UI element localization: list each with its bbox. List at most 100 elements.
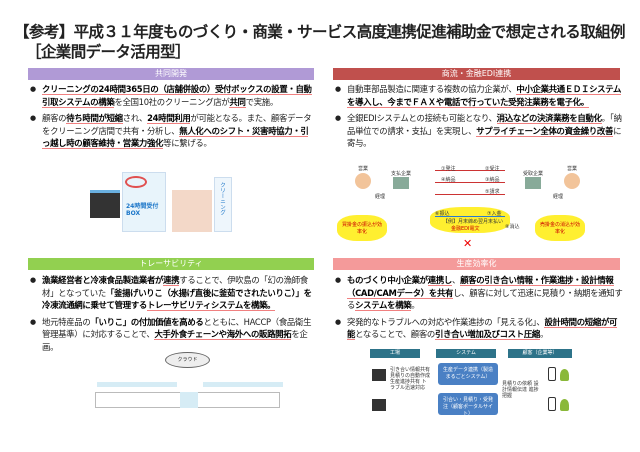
arrow-band — [203, 382, 283, 387]
emphasis-text: ものづくり中小企業が — [347, 275, 428, 285]
label-system: システム — [436, 349, 496, 358]
arrow-deliver — [435, 182, 505, 183]
emphasis-text: 「いりこ」の付加価値を高める — [90, 316, 204, 327]
label-example: 【例】月末締め翌月末払い — [443, 219, 504, 225]
panel-body-trace: 漁業経営者と冷凍食品製造業者が連携することで、伊吹島の「幻の漁師食材」となってい… — [30, 274, 314, 358]
bullet-paragraph: 顧客の待ち時間が短縮され、24時間利用が可能となる。また、顧客データをクリーニン… — [30, 112, 314, 150]
bullet-paragraph: クリーニングの24時間365日の（店舗併設の）受付ボックスの設置・自動引取システ… — [30, 83, 314, 108]
emphasis-text: 消込などの決済業務を自動化 — [496, 113, 602, 125]
bullet-paragraph: 地元特産品の「いりこ」の付加価値を高めるとともに、HACCP（食品衛生管理基準）… — [30, 316, 314, 354]
page-subtitle: ［企業間データ活用型］ — [26, 43, 191, 61]
panel-header-seisan: 生産効率化 — [333, 258, 620, 270]
body-text: 。 — [539, 329, 549, 340]
label-sales-right: 営業 — [567, 166, 578, 172]
cleaning-photos: 24時間受付BOX クリーニング — [88, 172, 243, 234]
burst-center — [430, 207, 510, 233]
system-box-1: 生産データ連携（製造まるごとシステム） — [438, 363, 498, 385]
bullet-paragraph: 漁業経営者と冷凍食品製造業者が連携することで、伊吹島の「幻の漁師食材」となってい… — [30, 274, 314, 312]
emphasis-text: 「釜揚げいりこ（水揚げ直後に釜茹でされたいりこ）」を冷凍流通網に乗せて管理する — [42, 287, 312, 311]
body-text: 自動車部品製造に関連する複数の協力企業が、 — [347, 84, 517, 94]
panel-header-edi: 商流・金融EDI連携 — [333, 68, 620, 80]
body-text: 顧客の — [42, 113, 67, 124]
label-reconcile: ⑧消込 — [505, 224, 520, 230]
person-icon — [355, 173, 371, 189]
box-image: 24時間受付BOX — [122, 172, 166, 232]
emphasis-text: 漁業経営者と冷凍食品製造業者が — [42, 275, 164, 285]
emphasis-text: 24時間利用 — [147, 113, 191, 125]
body-text: が可能となる。また、顧客データをクリーニング店間で共有・分析し、 — [42, 113, 312, 136]
body-text: することで、伊吹島の「幻の漁師食材」となっていた — [42, 275, 308, 298]
system-box-2: 引合い・見積り・受発注（顧客ポータルサイト） — [438, 393, 498, 417]
body-text: 地元特産品の — [42, 316, 91, 327]
label-accounting-left: 経理 — [375, 194, 386, 200]
panel-header-kyodo: 共同開発 — [28, 68, 314, 80]
panel-header-trace: トレーサビリティ — [28, 258, 314, 270]
emphasis-text: 大手外食チェーンや海外への販路開拓 — [154, 329, 292, 341]
sign-image: クリーニング — [214, 177, 232, 232]
emphasis-text: システムを構築 — [355, 300, 412, 312]
label-payee: 受取企業 — [523, 171, 544, 177]
label-invoice: ⑤請求 — [485, 189, 500, 195]
phone-icon — [548, 367, 556, 381]
arrow-transfer — [435, 216, 505, 217]
label-transfer: ⑥振込 — [435, 211, 450, 217]
label-factory: 工場 — [370, 349, 420, 358]
label-accounting-right: 経理 — [553, 194, 564, 200]
emphasis-text: 無人化へのシフト・災害時協力・引っ越し時の顧客維持・営業力強化 — [42, 125, 309, 150]
customer-notes: 見積りの依頼 設計情報伝達 進捗把握 — [502, 381, 539, 399]
label-fin-edi: 金融EDI電文 — [451, 226, 480, 232]
emphasis-text: トレーサビリティシステムを構築。 — [146, 300, 276, 312]
highlight-circle — [125, 176, 147, 188]
page-title: 【参考】平成３１年度ものづくり・商業・サービス高度連携促進補助金で想定される取組… — [14, 23, 626, 41]
arrow-band — [97, 382, 177, 387]
trace-diagram: クラウド — [95, 352, 285, 422]
body-text: 。「納品単位での請求・支払」を実現し、 — [347, 113, 622, 136]
user-icon — [560, 399, 569, 411]
label-deliver-l: ④納品 — [441, 177, 456, 183]
factory-icon — [372, 369, 386, 381]
label-payer: 支払企業 — [391, 171, 412, 177]
body-text: とともに、HACCP（食品衛生管理基準）に対応することで、 — [42, 316, 312, 340]
emphasis-text: 引き合い増加及びコスト圧縮 — [435, 329, 540, 341]
body-text: し、顧客に対して迅速に見積り・納期を通知する — [347, 287, 623, 311]
edi-diagram: 営業 営業 支払企業 受取企業 ①発注 ②受注 ④納品 ③納品 ⑤請求 ⑥振込 … — [335, 165, 625, 250]
phone-icon — [548, 397, 556, 411]
panel-body-edi: 自動車部品製造に関連する複数の協力企業が、中小企業共通ＥＤＩシステムを導入し、今… — [335, 83, 625, 154]
label-sales-left: 営業 — [358, 166, 369, 172]
cloud-label: クラウド — [165, 352, 210, 368]
box-label: 24時間受付BOX — [126, 203, 159, 217]
process-center — [180, 392, 198, 408]
body-text: 全銀EDIシステムとの接続も可能となり、 — [347, 113, 497, 124]
bullet-paragraph: 自動車部品製造に関連する複数の協力企業が、中小企業共通ＥＤＩシステムを導入し、今… — [335, 83, 625, 108]
body-text: 突発的なトラブルへの対応や作業進捗の「見える化」、 — [347, 316, 545, 327]
emphasis-text: クリーニングの24時間365日の（店舗併設の）受付ボックスの設置・自動引取システ… — [42, 84, 312, 108]
factory-icon — [372, 399, 386, 411]
arrow-order — [435, 170, 505, 171]
person-icon — [564, 173, 580, 189]
burst-right: 売掛金の消込が効率化 — [535, 215, 585, 241]
building-icon — [525, 177, 541, 189]
bullet-paragraph: ものづくり中小企業が連携し、顧客の引き合い情報・作業進捗・設計情報（CAD/CA… — [335, 274, 625, 312]
body-text: 、 — [451, 275, 461, 285]
body-text: を全国10社のクリーニング店が — [114, 96, 230, 107]
store-image — [172, 190, 212, 232]
production-diagram: 工場 システム 顧客（企業等） 引き合い情報共有 見積りの自動作成 生産進捗共有… — [370, 349, 580, 419]
panel-body-kyodo: クリーニングの24時間365日の（店舗併設の）受付ボックスの設置・自動引取システ… — [30, 83, 314, 154]
bullet-paragraph: 全銀EDIシステムとの接続も可能となり、消込などの決済業務を自動化。「納品単位で… — [335, 112, 625, 150]
panel-body-seisan: ものづくり中小企業が連携し、顧客の引き合い情報・作業進捗・設計情報（CAD/CA… — [335, 274, 625, 345]
emphasis-text: 連携し — [427, 275, 452, 286]
cross-icon: ✕ — [463, 237, 473, 250]
body-text: 等に繋げる。 — [163, 138, 212, 149]
emphasis-text: 共同 — [229, 96, 246, 108]
burst-left: 買掛金の振込が効率化 — [337, 215, 387, 241]
body-text: を企画。 — [42, 329, 308, 352]
label-receive: ②受注 — [485, 166, 500, 172]
sign-label: クリーニング — [219, 182, 225, 215]
body-text: で実施。 — [245, 96, 279, 107]
body-text: 。 — [411, 300, 420, 311]
emphasis-text: 連携 — [163, 275, 180, 286]
label-order: ①発注 — [441, 166, 456, 172]
label-deposit: ⑦入金 — [487, 211, 502, 217]
emphasis-text: サプライチェーン全体の資金繰り改善 — [476, 125, 614, 137]
label-deliver-r: ③納品 — [485, 177, 500, 183]
